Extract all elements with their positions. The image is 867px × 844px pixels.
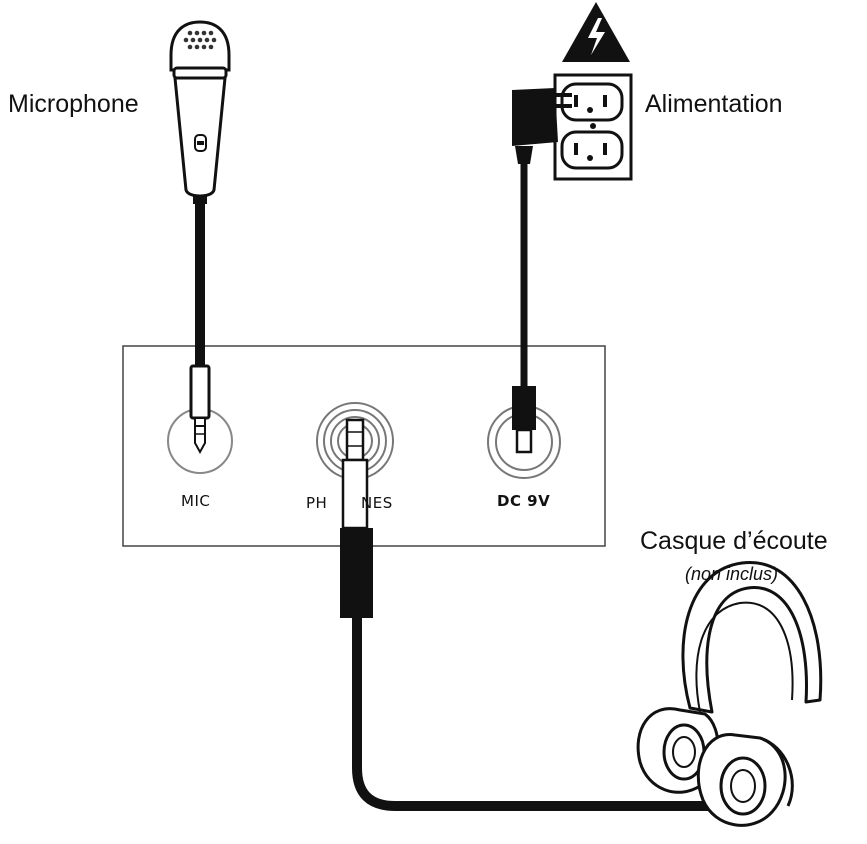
microphone-icon: [169, 20, 231, 204]
power-label: Alimentation: [645, 90, 783, 118]
phones-port-label-left: PH: [306, 494, 328, 512]
microphone-label: Microphone: [8, 90, 139, 118]
headphones-note: (non inclus): [685, 564, 779, 584]
power-adapter-icon: [512, 88, 572, 164]
mic-jack: [167, 364, 233, 474]
phones-port-label-right: NES: [361, 494, 393, 512]
dc-jack: [487, 386, 561, 479]
high-voltage-warning-icon: [562, 2, 630, 62]
phones-cable: [352, 616, 710, 811]
headphones-label: Casque d’écoute: [640, 527, 828, 555]
dc-port-label: DC 9V: [497, 492, 551, 510]
phones-plug: [340, 528, 373, 618]
mic-port-label: MIC: [181, 492, 211, 510]
wall-outlet-icon: [553, 73, 633, 181]
headphones-icon: [636, 561, 823, 827]
